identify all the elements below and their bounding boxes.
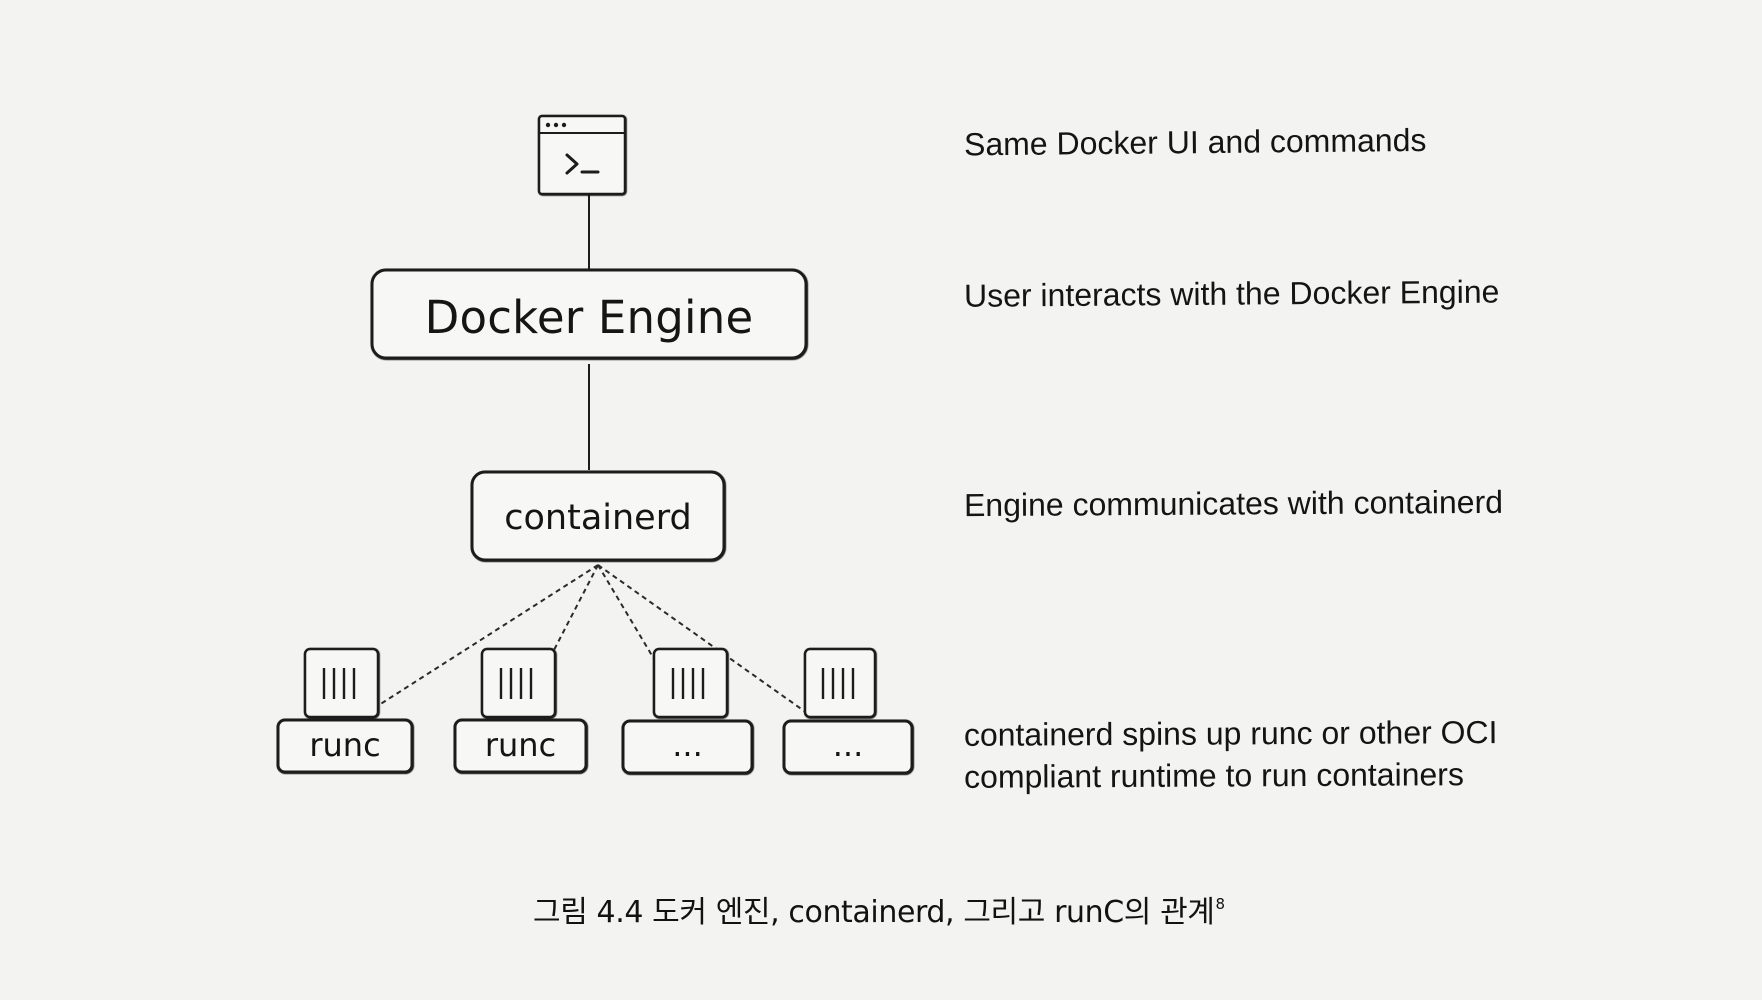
containerd-label: containerd xyxy=(504,498,692,538)
figure-caption: 그림 4.4 도커 엔진, containerd, 그리고 runC의 관계8 xyxy=(533,887,1293,931)
description-runtime-line-1: containerd spins up runc or other OCI xyxy=(963,714,1498,753)
container-box-icon xyxy=(480,647,557,719)
runtime-box-other-2 xyxy=(782,719,914,775)
runtime-label-runc-1: runc xyxy=(309,726,381,764)
description-docker-ui: Same Docker UI and commands xyxy=(963,121,1427,163)
runtime-box-other-1 xyxy=(621,719,754,775)
container-box-icon xyxy=(803,647,877,719)
description-user-interacts: User interacts with the Docker Engine xyxy=(963,273,1500,314)
runtime-box-runc-1 xyxy=(276,718,414,774)
description-runtime-line-2: compliant runtime to run containers xyxy=(964,756,1464,795)
caption-footnote-marker: 8 xyxy=(1215,895,1226,913)
docker-engine-label: Docker Engine xyxy=(424,290,754,344)
containerd-box xyxy=(470,470,726,562)
containerd-runtime-connectors xyxy=(378,564,808,714)
runtime-connector-2 xyxy=(553,564,599,651)
container-box-icon xyxy=(652,647,729,719)
description-runtime-spin-up: containerd spins up runc or other OCI co… xyxy=(964,710,1664,798)
description-engine-communicates: Engine communicates with containerd xyxy=(963,483,1504,524)
container-box-icon xyxy=(303,647,380,719)
runtime-connector-4 xyxy=(597,564,808,714)
runtime-label-runc-2: runc xyxy=(484,726,557,764)
runtime-connector-3 xyxy=(597,564,658,665)
caption-text: 그림 4.4 도커 엔진, containerd, 그리고 runC의 관계 xyxy=(533,895,1215,930)
runtime-connector-1 xyxy=(378,564,599,706)
terminal-window-icon xyxy=(537,114,627,196)
runtime-label-other-1: ... xyxy=(672,726,703,764)
runtime-box-runc-2 xyxy=(453,718,588,774)
runtime-label-other-2: ... xyxy=(832,726,864,764)
docker-engine-box xyxy=(370,268,808,360)
